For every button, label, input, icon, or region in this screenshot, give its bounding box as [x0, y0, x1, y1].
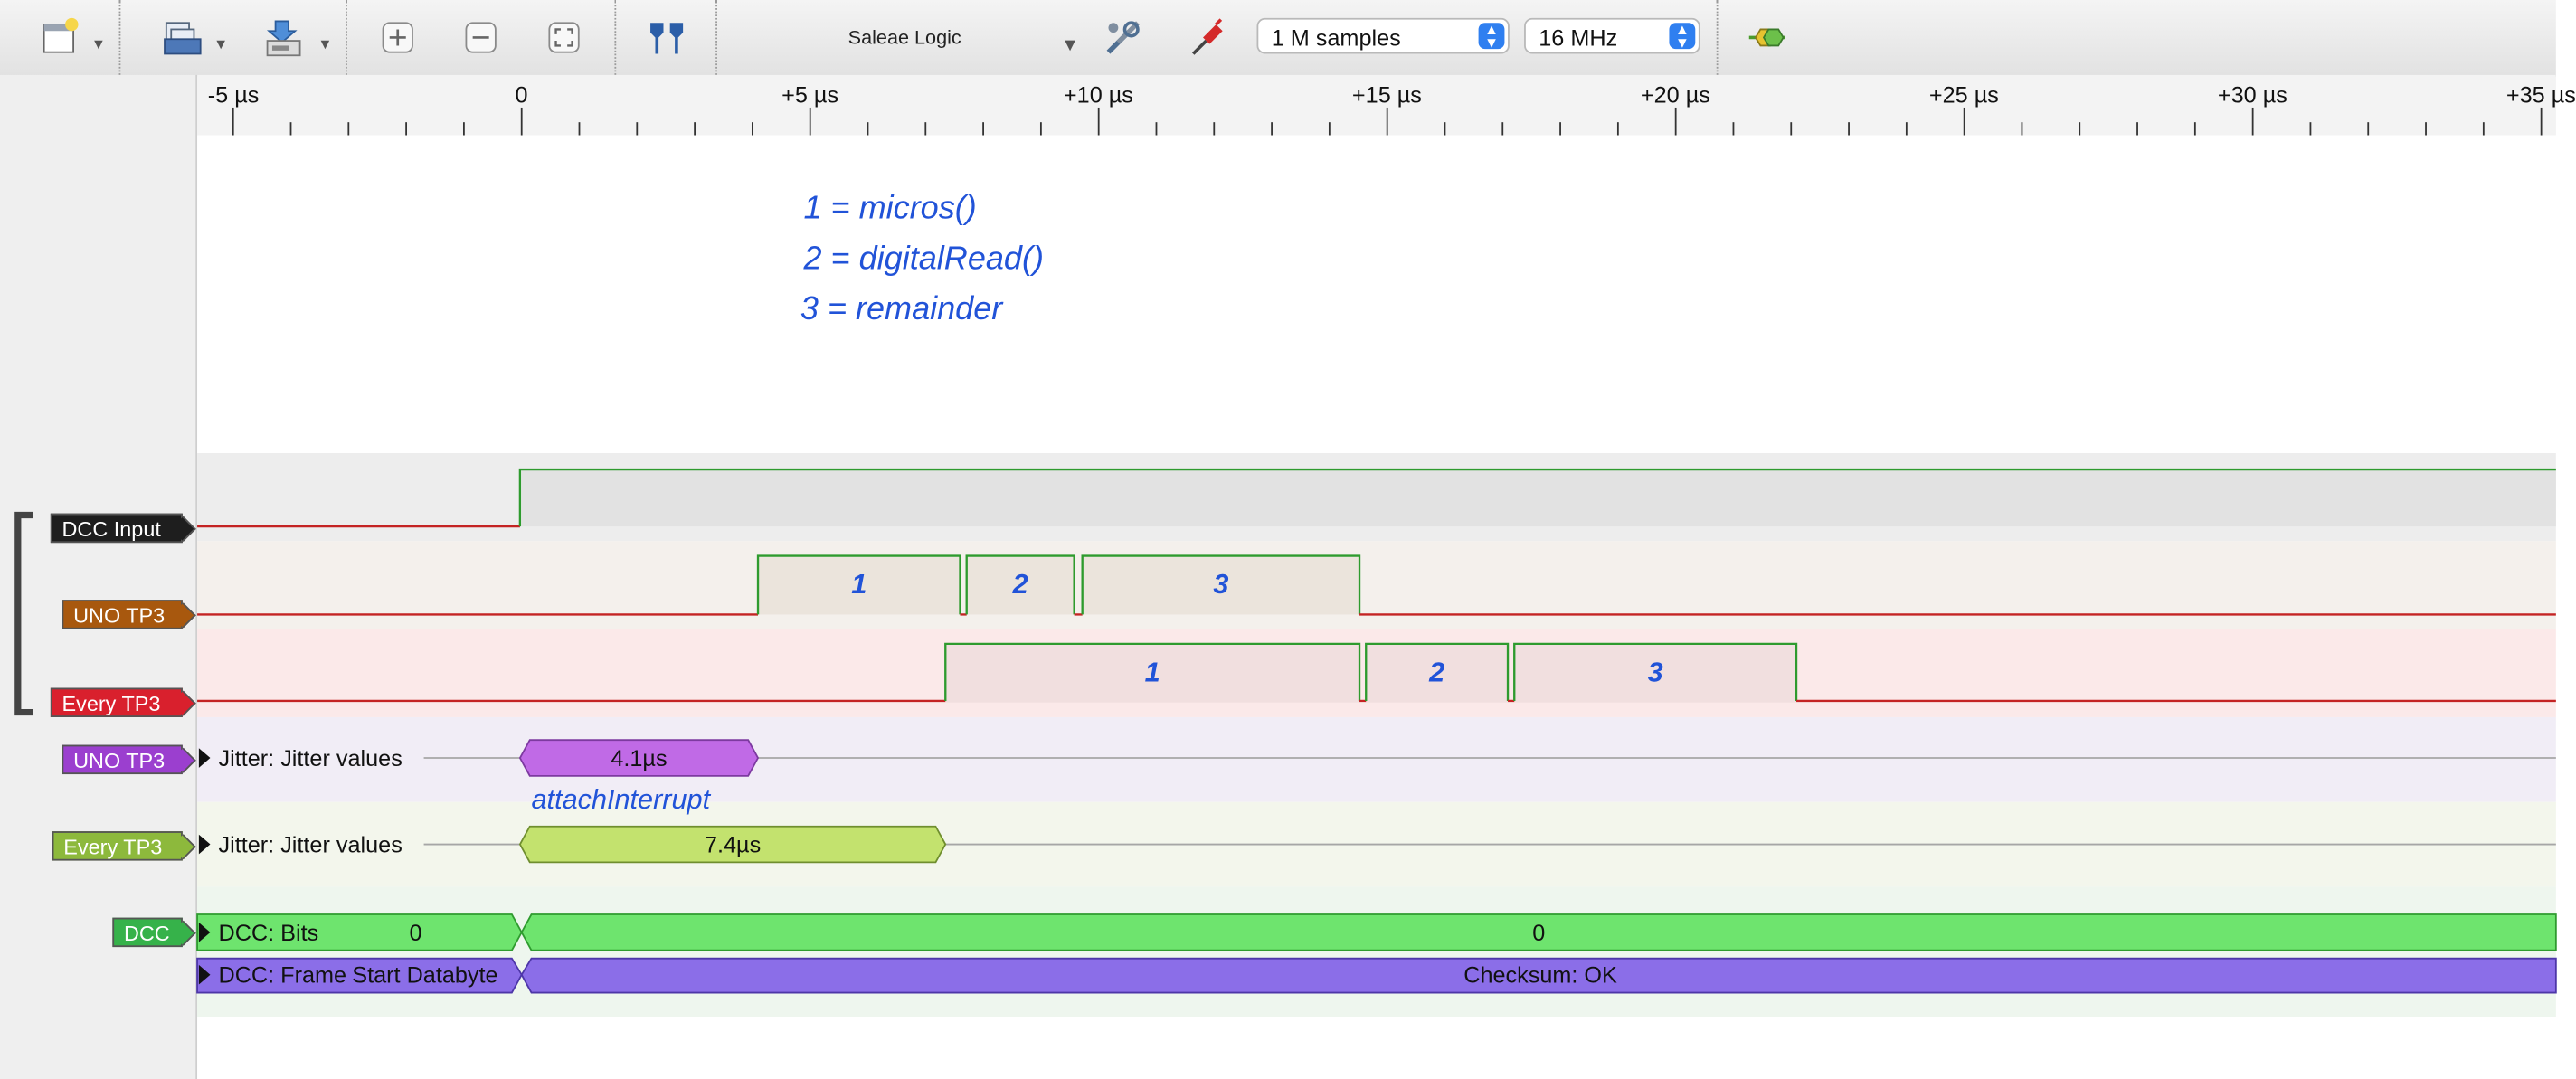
- uno-waveform: [197, 554, 2556, 616]
- samples-select[interactable]: 1 M samples ▲▼: [1256, 17, 1510, 54]
- channel-label-text: DCC: [123, 921, 170, 946]
- row-empty: [197, 1017, 2556, 1079]
- ruler-tick-label: +5 µs: [781, 81, 839, 108]
- dcc-input-high-trace: [518, 468, 2556, 527]
- channel-label-uno-tp3[interactable]: UNO TP3: [62, 600, 196, 629]
- uno-jitter-value: 4.1µs: [611, 744, 668, 771]
- time-ruler: -5 µs 0 +5 µs +10 µs +15 µs +20 µs +25 µs +30 µ…: [197, 74, 2576, 136]
- channel-group-bracket: [14, 511, 33, 716]
- channel-label-text: UNO TP3: [73, 748, 166, 773]
- uno-jitter-frame[interactable]: [518, 739, 760, 777]
- channel-label-dcc-input[interactable]: DCC Input: [50, 513, 196, 544]
- dcc-frame-1[interactable]: [196, 957, 523, 994]
- channel-label-panel: [0, 74, 198, 1079]
- rate-select[interactable]: 16 MHz ▲▼: [1524, 17, 1700, 54]
- save-dropdown[interactable]: ▼: [317, 35, 333, 52]
- note-micros: 1 = micros(): [803, 190, 977, 227]
- channel-label-uno-jitter[interactable]: UNO TP3: [62, 744, 196, 775]
- every-jitter-analyzer-name: Jitter: Jitter values: [218, 831, 402, 857]
- channel-label-text: DCC Input: [62, 516, 161, 542]
- expand-arrow-icon[interactable]: [198, 923, 211, 942]
- expand-arrow-icon[interactable]: [198, 834, 211, 855]
- row-dcc: [197, 886, 2556, 1017]
- rate-spinner-icon: ▲▼: [1669, 22, 1696, 50]
- dcc-bits-frame-1[interactable]: [196, 913, 523, 951]
- open-icon[interactable]: [161, 16, 204, 59]
- dcc-frame-value-2: Checksum: OK: [1463, 961, 1617, 989]
- dcc-input-high: [521, 469, 2556, 527]
- uno-pulse-label: 2: [1012, 568, 1028, 601]
- toolbar: ▼ ▼ ▼ Saleae Logic ▼: [0, 0, 2556, 77]
- ruler-tick-label: +35 µs: [2505, 81, 2576, 108]
- ruler-tick-label: +30 µs: [2217, 81, 2287, 108]
- dcc-frame-analyzer-name: DCC: Frame: [218, 961, 347, 989]
- cursor-markers-icon[interactable]: [646, 18, 688, 57]
- ruler-tick-label: +10 µs: [1063, 81, 1133, 108]
- uno-pulse-label: 3: [1213, 568, 1229, 601]
- channel-label-text: Every TP3: [62, 691, 161, 716]
- zoom-in-icon[interactable]: [382, 21, 414, 53]
- every-jitter-frame[interactable]: [518, 825, 947, 864]
- dcc-bits-frame-2[interactable]: [520, 913, 2557, 951]
- dcc-bits-value-1: 0: [409, 919, 422, 946]
- uno-pulse-label: 1: [851, 568, 867, 601]
- ruler-ticks: [232, 107, 2543, 136]
- note-digitalread: 2 = digitalRead(): [803, 241, 1044, 278]
- new-session-icon[interactable]: [39, 16, 81, 59]
- zoom-fit-icon[interactable]: [548, 21, 581, 53]
- samples-value: 1 M samples: [1271, 24, 1401, 51]
- uno-jitter-analyzer-name: Jitter: Jitter values: [218, 744, 402, 771]
- dcc-frame-value-1: Start Databyte: [352, 961, 498, 989]
- every-waveform: [197, 642, 2556, 703]
- ruler-tick-label: +15 µs: [1351, 81, 1422, 108]
- open-dropdown[interactable]: ▼: [213, 35, 229, 52]
- analyzer-icon[interactable]: [1746, 21, 1788, 53]
- rate-value: 16 MHz: [1539, 24, 1618, 51]
- ruler-tick-label: +25 µs: [1928, 81, 1999, 108]
- every-jitter-value: 7.4µs: [704, 831, 762, 857]
- dcc-frame-2[interactable]: [520, 957, 2557, 994]
- note-remainder: 3 = remainder: [800, 291, 1003, 328]
- every-pulse-label: 3: [1647, 657, 1663, 688]
- channel-label-dcc[interactable]: DCC: [112, 917, 196, 948]
- expand-arrow-icon[interactable]: [198, 964, 211, 985]
- every-pulse-label: 1: [1144, 657, 1160, 688]
- expand-arrow-icon[interactable]: [198, 748, 211, 768]
- channel-label-every-jitter[interactable]: Every TP3: [52, 831, 196, 861]
- save-icon[interactable]: [262, 16, 305, 59]
- ruler-tick-label: +20 µs: [1640, 81, 1710, 108]
- samples-spinner-icon: ▲▼: [1478, 22, 1505, 50]
- channel-label-text: Every TP3: [63, 834, 163, 859]
- app-name: Saleae Logic: [848, 25, 961, 50]
- channel-label-every-tp3[interactable]: Every TP3: [50, 687, 196, 717]
- channel-label-text: UNO TP3: [73, 602, 166, 628]
- dcc-bits-analyzer-name: DCC: Bits: [218, 919, 319, 946]
- ruler-tick-label: 0: [515, 81, 528, 108]
- dcc-bits-value-2: 0: [1532, 919, 1546, 946]
- ruler-tick-label: -5 µs: [207, 81, 260, 108]
- zoom-out-icon[interactable]: [465, 21, 497, 53]
- device-dropdown[interactable]: ▼: [1061, 35, 1079, 56]
- annotation-area: [197, 135, 2556, 454]
- tools-icon[interactable]: [1102, 16, 1144, 59]
- new-session-dropdown[interactable]: ▼: [90, 35, 107, 52]
- probe-icon[interactable]: [1187, 16, 1229, 59]
- every-pulse-label: 2: [1429, 657, 1445, 688]
- note-attach-interrupt: attachInterrupt: [531, 783, 711, 816]
